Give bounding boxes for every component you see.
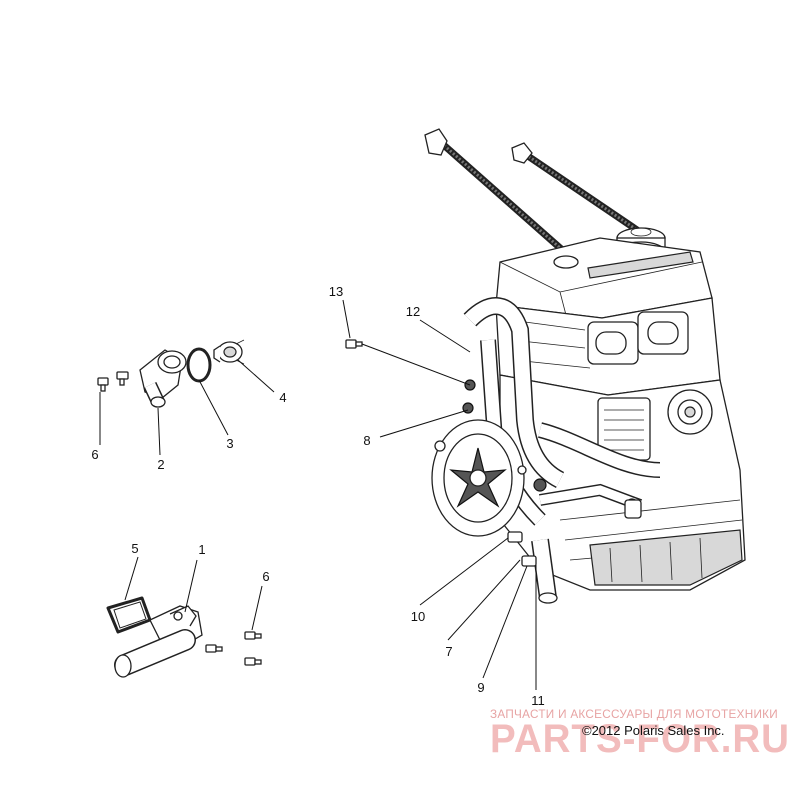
callout-2: 2 bbox=[157, 457, 164, 472]
stator-cover bbox=[431, 419, 527, 537]
thermostat-housing-part-2 bbox=[139, 349, 187, 408]
gasket-part-5 bbox=[106, 596, 152, 634]
copyright-notice: ©2012 Polaris Sales Inc. bbox=[582, 723, 725, 738]
callout-5: 5 bbox=[131, 541, 138, 556]
thermostat-part-4 bbox=[213, 339, 245, 365]
bolt-part-13 bbox=[345, 339, 363, 349]
callout-6-lower: 6 bbox=[262, 569, 269, 584]
bolt-part-6-upper bbox=[97, 371, 129, 392]
bolt-part-6-lower bbox=[205, 631, 262, 666]
watermark-tagline: ЗАПЧАСТИ И АКСЕССУАРЫ ДЛЯ МОТОТЕХНИКИ bbox=[490, 707, 778, 721]
callout-3: 3 bbox=[226, 436, 233, 451]
callout-13: 13 bbox=[329, 284, 343, 299]
callout-8: 8 bbox=[363, 433, 370, 448]
callout-6-upper: 6 bbox=[91, 447, 98, 462]
callout-7: 7 bbox=[445, 644, 452, 659]
watermark: PARTS-FOR.RU ЗАПЧАСТИ И АКСЕССУАРЫ ДЛЯ М… bbox=[490, 707, 790, 761]
leader-lines bbox=[99, 299, 537, 690]
o-ring-part-3 bbox=[186, 347, 212, 383]
outlet-group bbox=[106, 596, 262, 678]
small-fittings bbox=[507, 499, 642, 567]
callout-1: 1 bbox=[198, 542, 205, 557]
callout-12: 12 bbox=[406, 304, 420, 319]
callout-4: 4 bbox=[279, 390, 286, 405]
callout-10: 10 bbox=[411, 609, 425, 624]
engine-assembly bbox=[424, 128, 746, 604]
callout-numbers: 1 2 3 4 5 6 6 7 8 9 10 11 12 13 bbox=[91, 284, 544, 708]
outlet-housing-part-1 bbox=[114, 605, 203, 678]
thermostat-group bbox=[97, 339, 245, 408]
watermark-brand: PARTS-FOR.RU bbox=[490, 717, 790, 761]
valve-cover bbox=[495, 237, 713, 319]
callout-9: 9 bbox=[477, 680, 484, 695]
callout-11: 11 bbox=[531, 693, 545, 708]
